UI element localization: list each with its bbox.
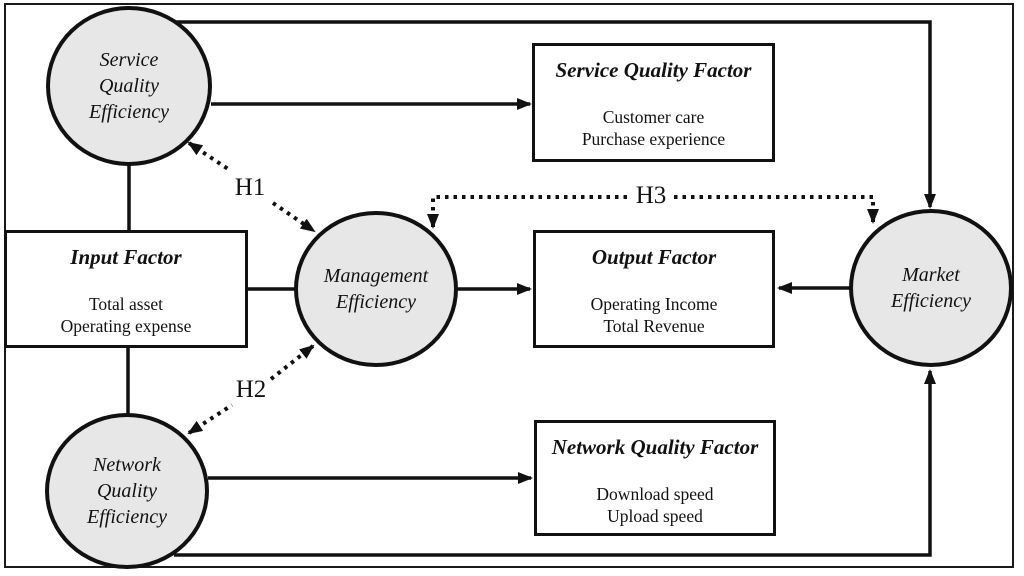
box-input-factor: Input Factor Total asset Operating expen… (4, 230, 248, 348)
hypothesis-label-h2: H2 (232, 376, 270, 404)
node-network-quality-efficiency: Network Quality Efficiency (45, 413, 209, 569)
box-items: Customer care Purchase experience (581, 107, 726, 149)
box-items: Total asset Operating expense (60, 294, 192, 336)
node-label: Service Quality Efficiency (89, 49, 169, 123)
box-title: Network Quality Factor (551, 435, 759, 459)
h1-arrow-to-service (187, 141, 233, 173)
box-items: Download speed Upload speed (596, 484, 714, 526)
box-output-factor: Output Factor Operating Income Total Rev… (533, 230, 775, 348)
h3-arrow-to-market (674, 195, 879, 224)
node-label: Network Quality Efficiency (87, 454, 167, 528)
node-label: Market Efficiency (891, 264, 971, 312)
box-network-quality-factor: Network Quality Factor Download speed Up… (534, 420, 776, 536)
h3-arrow-to-management (427, 195, 627, 229)
hypothesis-label-h1: H1 (231, 174, 269, 202)
box-title: Service Quality Factor (555, 58, 752, 82)
node-service-quality-efficiency: Service Quality Efficiency (46, 6, 212, 166)
node-label: Management Efficiency (323, 265, 429, 313)
h2-arrow-to-network (187, 403, 234, 435)
connector-network-to-market-bottom (174, 369, 936, 557)
node-management-efficiency: Management Efficiency (294, 211, 458, 367)
box-items: Operating Income Total Revenue (590, 294, 718, 336)
box-title: Input Factor (70, 245, 182, 269)
h1-arrow-to-management (271, 201, 316, 233)
connector-service-to-market-top (175, 20, 936, 209)
node-market-efficiency: Market Efficiency (849, 209, 1013, 367)
h2-arrow-to-management (269, 344, 315, 381)
box-service-quality-factor: Service Quality Factor Customer care Pur… (532, 43, 775, 162)
hypothesis-label-h3: H3 (632, 182, 670, 210)
box-title: Output Factor (591, 245, 717, 269)
